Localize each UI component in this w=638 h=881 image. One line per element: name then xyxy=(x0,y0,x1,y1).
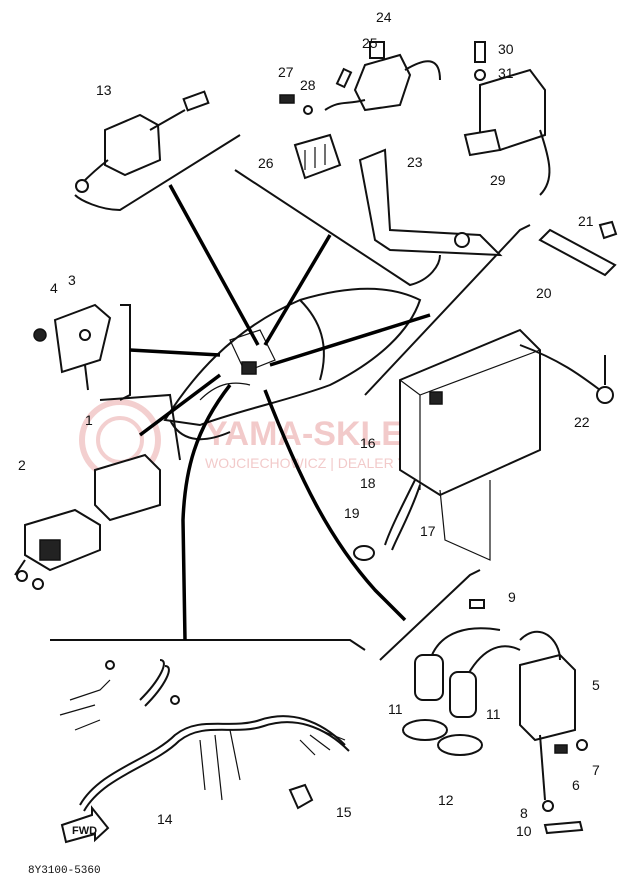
diagram-code: 8Y3100-5360 xyxy=(28,865,101,877)
mounting-bracket xyxy=(358,148,503,257)
callout-18: 18 xyxy=(360,475,376,491)
callout-30: 30 xyxy=(498,41,514,57)
pointer-lines xyxy=(129,184,431,641)
callout-24: 24 xyxy=(376,9,392,25)
forward-arrow-icon: FWD xyxy=(60,805,110,844)
callout-4: 4 xyxy=(50,280,58,296)
fwd-label: FWD xyxy=(72,825,97,837)
callout-13: 13 xyxy=(96,82,112,98)
spark-plug-caps xyxy=(402,627,521,756)
relay-unit xyxy=(14,453,161,590)
callout-9: 9 xyxy=(508,589,516,605)
callout-20: 20 xyxy=(536,285,552,301)
group-brackets xyxy=(50,134,531,661)
battery-band xyxy=(538,220,618,277)
watermark-dealer: WOJCIECHOWICZ | DEALER YAMAHA xyxy=(205,455,456,471)
starter-motor-relay xyxy=(463,41,551,196)
frame-outline xyxy=(163,287,422,441)
callout-12: 12 xyxy=(438,792,454,808)
ignition-coil xyxy=(469,599,588,835)
connector-block xyxy=(279,67,353,180)
callout-1: 1 xyxy=(85,412,93,428)
wire-harness xyxy=(59,659,350,812)
callout-19: 19 xyxy=(344,505,360,521)
callout-25: 25 xyxy=(362,35,378,51)
callout-6: 6 xyxy=(572,777,580,793)
callout-7: 7 xyxy=(592,762,600,778)
callout-17: 17 xyxy=(420,523,436,539)
harness-cap xyxy=(288,783,314,810)
main-switch xyxy=(75,90,210,193)
rectifier-regulator xyxy=(33,303,112,391)
callout-14: 14 xyxy=(157,811,173,827)
starter-relay xyxy=(324,41,441,112)
callout-11b: 11 xyxy=(486,706,501,722)
callout-27: 27 xyxy=(278,64,294,80)
callout-23: 23 xyxy=(407,154,423,170)
callout-26: 26 xyxy=(258,155,274,171)
callout-28: 28 xyxy=(300,77,316,93)
breather-hose xyxy=(353,479,491,561)
callout-3: 3 xyxy=(68,272,76,288)
battery xyxy=(399,328,614,497)
callout-10: 10 xyxy=(516,823,532,839)
callout-11a: 11 xyxy=(388,701,403,717)
callout-5: 5 xyxy=(592,677,600,693)
callout-2: 2 xyxy=(18,457,26,473)
callout-21: 21 xyxy=(578,213,594,229)
callout-8: 8 xyxy=(520,805,528,821)
callout-22: 22 xyxy=(574,414,590,430)
callout-16: 16 xyxy=(360,435,376,451)
callout-15: 15 xyxy=(336,804,352,820)
callouts: 1 2 3 4 5 6 7 8 9 10 11 11 12 13 14 15 1… xyxy=(18,9,600,839)
callout-31: 31 xyxy=(498,65,514,81)
callout-29: 29 xyxy=(490,172,506,188)
